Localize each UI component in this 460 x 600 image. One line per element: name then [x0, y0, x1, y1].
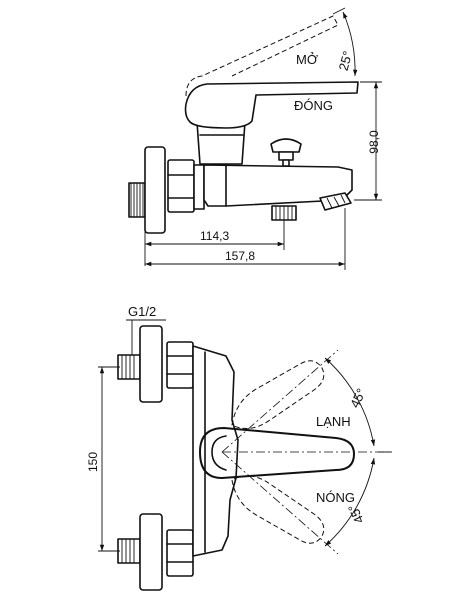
handle-hot-dashed: [231, 475, 325, 544]
centerline-cold: [221, 349, 339, 453]
dim-center-distance-value: 150: [86, 452, 100, 472]
angle-arc-cold: [324, 357, 376, 447]
centerline-hot: [221, 451, 339, 555]
handle-open-dashed: [185, 15, 339, 97]
label-closed: ĐÓNG: [294, 98, 333, 113]
handle-main-top: [199, 427, 355, 479]
dim-height-value: 98,0: [367, 130, 381, 154]
dim-height: 98,0: [354, 81, 382, 201]
dim-spout-outlet: 114,3: [144, 220, 285, 266]
label-hot: NÓNG: [316, 490, 355, 505]
shower-outlet-side: [271, 205, 297, 221]
dim-total-length-value: 157,8: [225, 249, 255, 263]
angle-lever-label: 25°: [336, 49, 356, 72]
hex-nut-side: [167, 159, 195, 213]
angle-cold-label: 45°: [347, 386, 369, 410]
dim-total-length: 157,8: [145, 208, 346, 270]
angle-ext-line: [332, 7, 346, 15]
diverter-knob-side: [270, 138, 302, 167]
dim-spout-outlet-value: 114,3: [200, 229, 229, 243]
label-thread: G1/2: [128, 304, 156, 319]
angle-hot-label: 45°: [345, 502, 367, 526]
handle-cold-dashed: [231, 360, 325, 430]
inlet-upper: [117, 325, 194, 403]
side-view: 25° MỞ ĐÓNG 98,0 114,3 157,8: [128, 7, 382, 270]
angle-arc-hot: [324, 457, 376, 547]
handle-closed-solid: [184, 81, 359, 129]
top-view: G1/2: [86, 304, 392, 591]
thread-leader: [126, 319, 166, 356]
label-open: MỞ: [296, 52, 318, 67]
wall-flange-side: [144, 146, 166, 234]
angle-arc-lever: [342, 11, 358, 77]
label-cold: LẠNH: [316, 414, 351, 429]
inlet-nipple-side: [128, 182, 146, 218]
connector-side: [193, 164, 205, 210]
dim-center-distance: 150: [86, 366, 120, 552]
spout-tip-side: [319, 192, 352, 211]
inlet-lower: [117, 513, 194, 591]
